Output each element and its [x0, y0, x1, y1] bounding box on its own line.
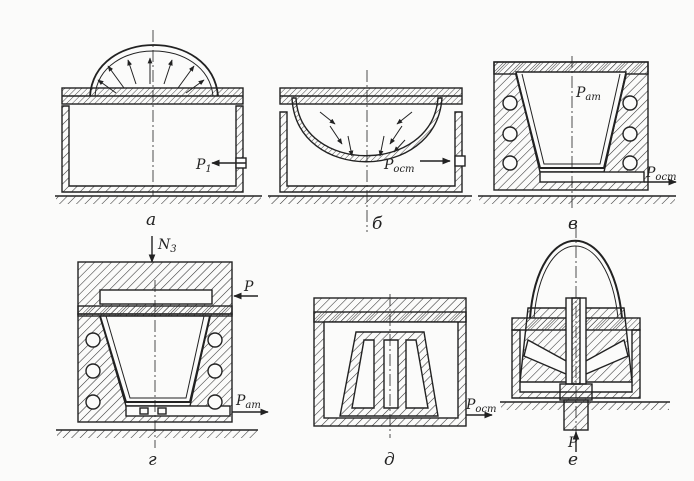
caption-v: в — [568, 214, 578, 234]
label-p1-main: P — [196, 157, 206, 173]
label-post-v: Pост — [646, 166, 677, 183]
label-p-e: P — [568, 435, 578, 451]
label-n3-main: N — [158, 237, 171, 253]
label-post-v-main: P — [646, 165, 656, 181]
label-post-b-main: P — [384, 157, 394, 173]
label-pat-g-main: P — [236, 393, 246, 409]
label-p1: P1 — [196, 158, 212, 175]
label-pat-v-sub: ат — [585, 92, 601, 103]
caption-b: б — [372, 214, 383, 234]
caption-g: г — [148, 450, 157, 470]
label-post-d: Pост — [466, 398, 497, 415]
label-post-d-sub: ост — [475, 404, 497, 415]
label-pat-v: Pат — [576, 86, 601, 103]
label-n3-sub: 3 — [170, 244, 177, 255]
label-post-d-main: P — [466, 397, 476, 413]
caption-e: е — [568, 450, 579, 470]
label-pat-v-main: P — [576, 85, 586, 101]
label-pat-g-sub: ат — [245, 400, 261, 411]
label-post-v-sub: ост — [655, 172, 677, 183]
label-post-b-sub: ост — [393, 164, 415, 175]
caption-d: д — [384, 450, 395, 470]
panel-v — [478, 56, 677, 208]
label-p-g: P — [244, 279, 254, 295]
caption-a: а — [146, 210, 157, 230]
label-post-b: Pост — [384, 158, 415, 175]
panel-b — [268, 70, 472, 232]
label-pat-g: Pат — [236, 394, 261, 411]
label-p1-sub: 1 — [205, 164, 212, 175]
panel-a — [55, 30, 262, 204]
panel-g — [56, 236, 269, 448]
label-n3: N3 — [158, 238, 177, 255]
panel-d — [313, 294, 493, 438]
panel-e — [500, 226, 670, 452]
